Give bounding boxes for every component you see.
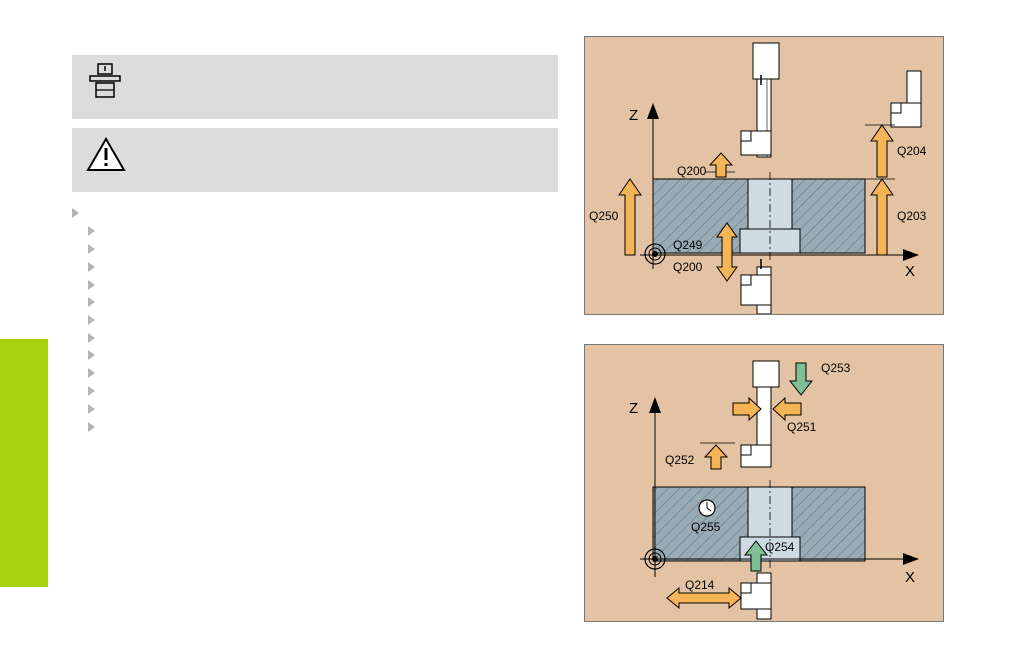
arrow-q250 (618, 178, 642, 256)
arrow-q203 (870, 178, 894, 256)
tool-retract-icon (890, 70, 922, 128)
arrow-q252 (703, 444, 729, 470)
list-bullet-icon (88, 280, 95, 290)
arrow-q251-left (732, 396, 762, 422)
label-q214: Q214 (685, 578, 715, 592)
list-bullet-icon (88, 386, 95, 396)
arrow-q251-right (772, 396, 802, 422)
label-q203: Q203 (897, 209, 927, 223)
label-q255: Q255 (691, 520, 721, 534)
datum-icon (644, 548, 666, 570)
list-bullet-icon (88, 315, 95, 325)
tool-bottom-icon (740, 259, 772, 314)
label-q249: Q249 (673, 238, 703, 252)
arrow-q254 (743, 540, 769, 572)
clock-icon (698, 499, 716, 517)
list-bullet-icon (88, 333, 95, 343)
z-axis-label: Z (629, 107, 638, 124)
figure-bottom: Z X (584, 344, 944, 622)
list-bullet-icon (88, 422, 95, 432)
arrow-q204 (870, 124, 894, 178)
z-axis-label: Z (629, 400, 638, 417)
label-q200-top: Q200 (677, 164, 707, 178)
list-bullet-icon (88, 244, 95, 254)
label-q204: Q204 (897, 144, 927, 158)
warning-note (72, 128, 558, 192)
label-q250: Q250 (589, 209, 619, 223)
machine-icon (89, 63, 121, 98)
warning-icon (86, 137, 126, 171)
label-q254: Q254 (765, 540, 795, 554)
list-bullet-icon (88, 404, 95, 414)
list-bullet-icon (88, 350, 95, 360)
list-bullet-icon (88, 262, 95, 272)
arrow-q200-top (708, 152, 734, 178)
label-q200-bottom: Q200 (673, 260, 703, 274)
list-bullet-icon (88, 368, 95, 378)
list-heading-bullet-icon (72, 208, 79, 218)
x-axis-label: X (905, 263, 915, 280)
label-q251: Q251 (787, 420, 817, 434)
arrow-q253 (788, 362, 814, 396)
tool-top-icon (740, 360, 780, 468)
list-bullet-icon (88, 226, 95, 236)
arrow-q214 (666, 586, 742, 610)
chapter-tab (0, 339, 48, 587)
tool-top-icon (740, 42, 780, 158)
list-bullet-icon (88, 297, 95, 307)
x-axis-label: X (905, 569, 915, 586)
label-q252: Q252 (665, 453, 695, 467)
arrow-q249 (716, 222, 738, 282)
figure-top: Z X (584, 36, 944, 315)
label-q253: Q253 (821, 361, 851, 375)
tool-bottom-icon (740, 572, 772, 620)
datum-icon (644, 243, 666, 265)
machine-note (72, 55, 558, 119)
